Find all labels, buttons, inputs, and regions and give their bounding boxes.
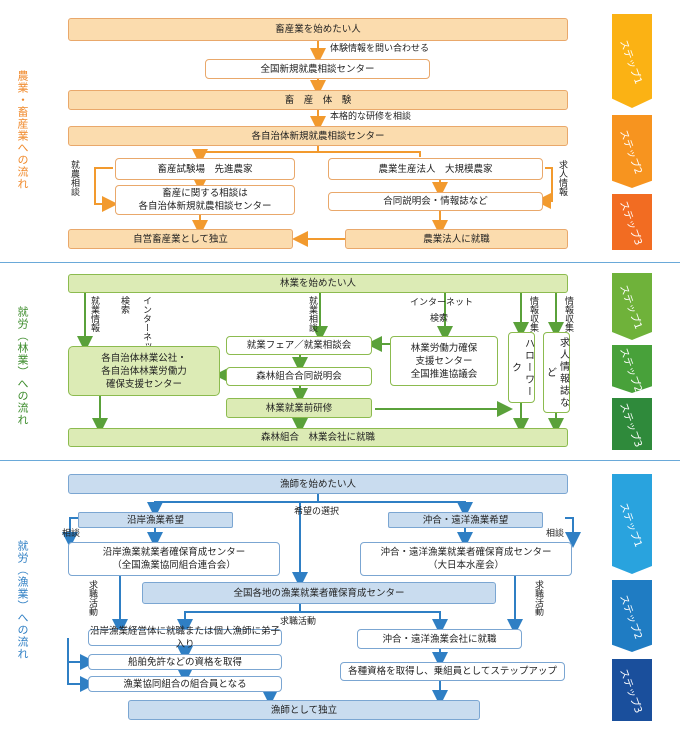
agri-consult: 畜産に関する相談は 各自治体新規就農相談センター	[115, 185, 295, 215]
fish-label-consult1: 相談	[62, 529, 81, 539]
fish-apprentice: 沿岸漁業経営体に就職または個人漁師に弟子入り	[88, 625, 282, 650]
agri-label-consult: 就農相談	[69, 160, 79, 196]
fish-offshore-hired: 沖合・遠洋漁業会社に就職	[357, 629, 522, 649]
agri-fair: 合同説明会・情報誌など	[328, 192, 543, 211]
fish-offshore-center: 沖合・遠洋漁業就業者確保育成センター （大日本水産会）	[360, 542, 572, 576]
forest-hired: 森林組合 林業会社に就職	[68, 428, 568, 447]
agri-independent: 自営畜産業として独立	[68, 229, 293, 249]
forest-step-3: ステップ3	[612, 398, 652, 450]
agri-farm: 畜産試験場 先進農家	[115, 158, 295, 180]
forest-training: 林業就業前研修	[226, 398, 372, 418]
forest-fair: 就業フェア／就業相談会	[226, 336, 372, 355]
forest-step-2: ステップ2	[612, 345, 652, 393]
fish-coastal-center: 沿岸漁業就業者確保育成センター （全国漁業協同組合連合会）	[68, 542, 280, 576]
forest-label-search: 検索	[119, 296, 129, 314]
agri-hired: 農業法人に就職	[345, 229, 568, 249]
fish-label-jobhunt1: 求職活動	[87, 580, 97, 616]
fish-label-choice: 希望の選択	[294, 507, 340, 517]
forest-section-title: 就労（林業）への流れ	[16, 306, 29, 426]
fish-step-1: ステップ1	[612, 474, 652, 574]
fish-offshore: 沖合・遠洋漁業希望	[388, 512, 543, 528]
agri-experience: 畜 産 体 験	[68, 90, 568, 110]
agri-section-title: 農業・畜産業への流れ	[16, 70, 29, 190]
forest-label-info2: 情報収集	[563, 296, 573, 332]
agri-label-jobinfo: 求人情報	[557, 160, 567, 196]
agri-label-inquiry: 体験情報を問い合わせる	[330, 44, 430, 54]
forest-label-jobinfo: 就業情報	[89, 296, 99, 332]
fish-label-jobhunt2: 求職活動	[533, 580, 543, 616]
agri-corp: 農業生産法人 大規模農家	[328, 158, 543, 180]
forest-label-consult: 就業相談	[307, 296, 317, 332]
fish-label-jobhunt3: 求職活動	[280, 617, 317, 627]
divider	[0, 460, 680, 461]
forest-label-search2: 検索	[430, 314, 449, 324]
fish-national-center: 全国各地の漁業就業者確保育成センター	[142, 582, 496, 604]
agri-national-center: 全国新規就農相談センター	[205, 59, 430, 79]
agri-step-1: ステップ1	[612, 14, 652, 108]
forest-magazine: 求人情報誌など	[543, 332, 570, 413]
agri-step-2: ステップ2	[612, 115, 652, 188]
fish-label-consult2: 相談	[546, 529, 565, 539]
agri-label-training: 本格的な研修を相談	[330, 112, 412, 122]
fish-license: 船舶免許などの資格を取得	[88, 654, 282, 670]
forest-union-fair: 森林組合合同説明会	[226, 367, 372, 386]
forest-label-internet: インターネット	[141, 296, 151, 359]
forest-hellowork: ハローワーク	[508, 332, 535, 403]
forest-label-internet2: インターネット	[410, 298, 474, 308]
fish-step-2: ステップ2	[612, 580, 652, 652]
fish-start: 漁師を始めたい人	[68, 474, 568, 494]
forest-step-1: ステップ1	[612, 273, 652, 340]
fish-union-member: 漁業協同組合の組合員となる	[88, 676, 282, 692]
forest-public-center: 各自治体林業公社・ 各自治体林業労働力 確保支援センター	[68, 346, 220, 396]
agri-start: 畜産業を始めたい人	[68, 18, 568, 41]
fish-crew: 各種資格を取得し、乗組員としてステップアップ	[340, 662, 565, 681]
fish-coastal: 沿岸漁業希望	[78, 512, 233, 528]
forest-start: 林業を始めたい人	[68, 274, 568, 293]
agri-step-3: ステップ3	[612, 194, 652, 250]
divider	[0, 262, 680, 263]
fish-section-title: 就労（漁業）への流れ	[16, 540, 29, 660]
fish-step-3: ステップ3	[612, 659, 652, 721]
forest-support-center: 林業労働力確保 支援センター 全国推進協議会	[390, 336, 498, 386]
fish-independent: 漁師として独立	[128, 700, 480, 720]
agri-local-center: 各自治体新規就農相談センター	[68, 126, 568, 146]
forest-label-info1: 情報収集	[528, 296, 538, 332]
